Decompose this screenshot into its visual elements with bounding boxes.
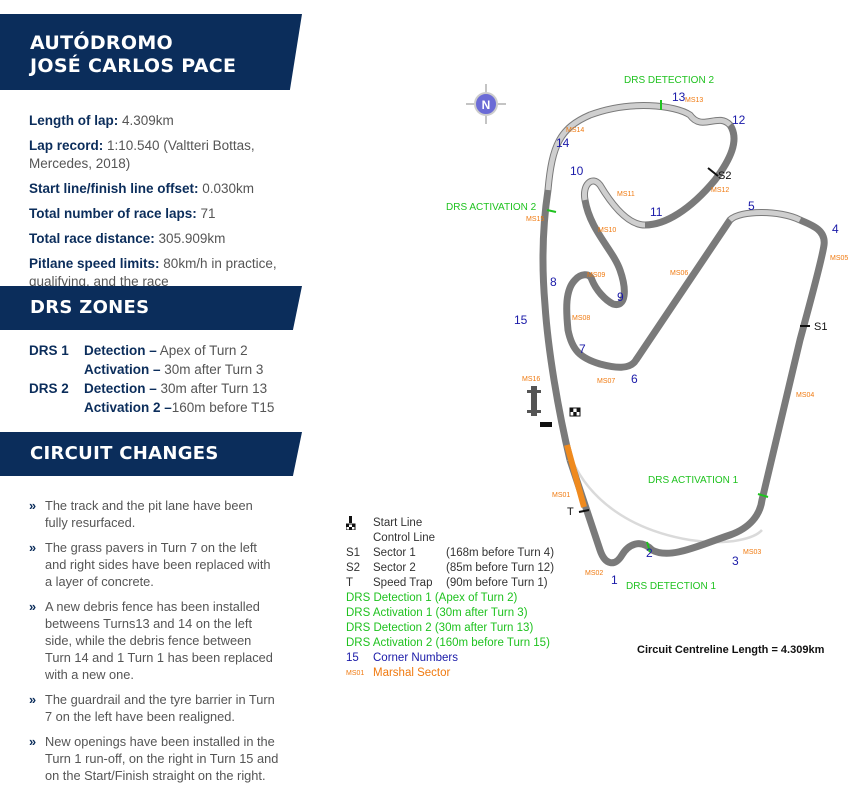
marshal-ms12: MS12 xyxy=(711,187,729,194)
drs-activation2-line xyxy=(546,209,557,213)
corner-14: 14 xyxy=(556,136,570,150)
corner-4: 4 xyxy=(832,222,839,236)
info-pitlane-speed: Pitlane speed limits: 80km/h in practice… xyxy=(29,256,277,289)
marshal-ms06: MS06 xyxy=(670,270,688,277)
circuit-title-line2: JOSÉ CARLOS PACE xyxy=(30,55,237,77)
marshal-ms09: MS09 xyxy=(587,272,605,279)
start-line-icon xyxy=(345,516,372,535)
info-length: Length of lap: 4.309km xyxy=(29,113,174,128)
corner-7: 7 xyxy=(579,342,586,356)
marshal-ms10: MS10 xyxy=(598,227,616,234)
circuit-info: Length of lap: 4.309km Lap record: 1:10.… xyxy=(29,112,299,298)
pit-lane xyxy=(543,304,763,544)
centreline-length: Circuit Centreline Length = 4.309km xyxy=(637,644,825,656)
change-item: »New openings have been installed in the… xyxy=(29,734,279,783)
circuit-title-line1: AUTÓDROMO xyxy=(30,32,173,54)
marshal-ms04: MS04 xyxy=(796,392,814,399)
chequered-flag-icon xyxy=(569,407,581,417)
change-item: »The grass pavers in Turn 7 on the left … xyxy=(29,540,271,589)
corner-9: 9 xyxy=(617,290,624,304)
speed-trap-label: T xyxy=(567,506,574,518)
drs-zones-heading: DRS ZONES xyxy=(30,297,150,318)
drs-zones-banner: DRS ZONES xyxy=(0,286,302,330)
circuit-changes-list: »The track and the pit lane have been fu… xyxy=(29,497,279,792)
compass-letter: N xyxy=(482,98,491,112)
legend-drs-activation-2: DRS Activation 2 (160m before Turn 15) xyxy=(346,637,550,649)
drs-activation1-line xyxy=(757,493,769,498)
change-item: »The guardrail and the tyre barrier in T… xyxy=(29,692,275,724)
track-top-loop xyxy=(545,103,732,191)
sector-2-label: S2 xyxy=(718,170,731,182)
legend-drs-detection-2: DRS Detection 2 (30m after Turn 13) xyxy=(346,622,534,634)
info-race-laps: Total number of race laps: 71 xyxy=(29,206,216,221)
circuit-title-banner: AUTÓDROMO JOSÉ CARLOS PACE xyxy=(0,14,302,90)
track-outline xyxy=(539,102,828,567)
marshal-ms08: MS08 xyxy=(572,315,590,322)
drs-detect1-line xyxy=(646,541,651,553)
corner-8: 8 xyxy=(550,275,557,289)
corner-15: 15 xyxy=(514,313,528,327)
drs-activation-1-label: DRS ACTIVATION 1 xyxy=(648,475,739,486)
corner-6: 6 xyxy=(631,372,638,386)
info-start-offset: Start line/finish line offset: 0.030km xyxy=(29,181,255,196)
marshal-ms07: MS07 xyxy=(597,378,615,385)
corner-5: 5 xyxy=(748,199,755,213)
corner-1: 1 xyxy=(611,573,618,587)
speed-trap-line xyxy=(578,509,590,513)
marshal-ms13: MS13 xyxy=(685,97,703,104)
info-lap-record: Lap record: 1:10.540 (Valtteri Bottas, M… xyxy=(29,138,255,171)
marshal-ms05: MS05 xyxy=(830,255,848,262)
corner-3: 3 xyxy=(732,554,739,568)
marshal-ms03: MS03 xyxy=(743,549,761,556)
marshal-ms15: MS15 xyxy=(526,216,544,223)
corner-12: 12 xyxy=(732,113,746,127)
legend-drs-detection-1: DRS Detection 1 (Apex of Turn 2) xyxy=(346,592,518,604)
sector-1-label: S1 xyxy=(814,321,827,333)
compass-icon: N xyxy=(466,84,506,124)
corner-13: 13 xyxy=(672,90,686,104)
marshal-ms02: MS02 xyxy=(585,570,603,577)
legend-control-line: Control Line xyxy=(373,532,436,544)
drs-detection-2-label: DRS DETECTION 2 xyxy=(624,75,714,86)
legend-drs-activation-1: DRS Activation 1 (30m after Turn 3) xyxy=(346,607,528,619)
drs-detection-1-label: DRS DETECTION 1 xyxy=(626,581,716,592)
circuit-changes-banner: CIRCUIT CHANGES xyxy=(0,432,302,476)
marshal-ms11: MS11 xyxy=(617,191,635,198)
track-map: N 1 2 3 4 5 6 7 8 9 10 11 12 xyxy=(446,75,848,592)
info-race-distance: Total race distance: 305.909km xyxy=(29,231,226,246)
corner-10: 10 xyxy=(570,164,584,178)
drs-activation-2-label: DRS ACTIVATION 2 xyxy=(446,202,537,213)
speed-trap-zone xyxy=(564,444,587,508)
change-item: »A new debris fence has been installed b… xyxy=(29,599,273,682)
corner-2: 2 xyxy=(646,546,653,560)
start-grid-car-icon xyxy=(527,386,552,427)
track-inner-loop xyxy=(581,178,646,228)
marshal-ms14: MS14 xyxy=(566,127,584,134)
circuit-changes-heading: CIRCUIT CHANGES xyxy=(30,443,219,464)
marshal-ms01: MS01 xyxy=(552,492,570,499)
sector-2-line xyxy=(707,167,719,177)
marshal-ms16: MS16 xyxy=(522,376,540,383)
corner-11: 11 xyxy=(650,205,663,219)
legend-start-line: Start Line xyxy=(345,516,550,531)
change-item: »The track and the pit lane have been fu… xyxy=(29,498,253,530)
track-sector-right xyxy=(728,210,802,223)
